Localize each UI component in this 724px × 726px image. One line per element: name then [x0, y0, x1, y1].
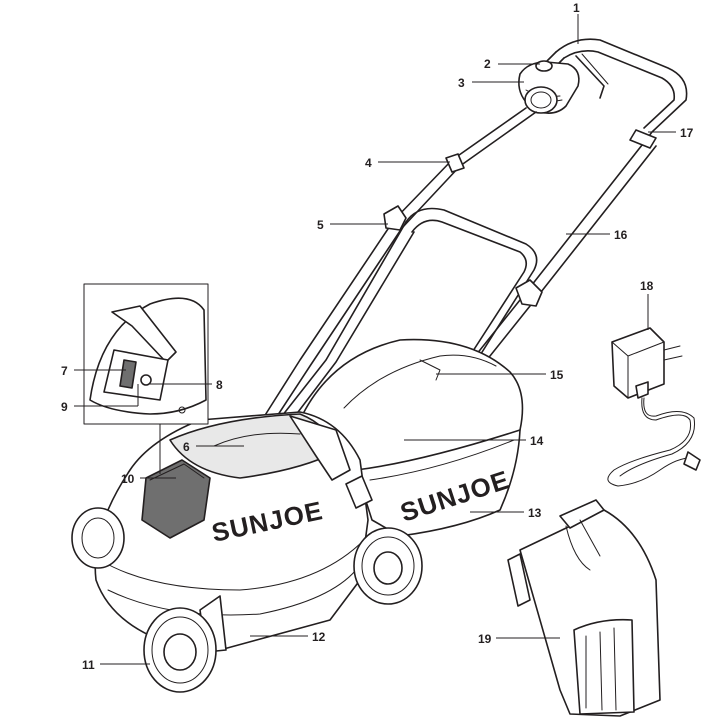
- callout-12: 12: [312, 630, 326, 644]
- callout-5: 5: [317, 218, 324, 232]
- callout-13: 13: [528, 506, 542, 520]
- callout-7: 7: [61, 364, 68, 378]
- callout-1: 1: [573, 1, 580, 15]
- callout-leaders: [74, 14, 676, 665]
- charger: [607, 327, 701, 487]
- rear-right-wheel: [353, 527, 423, 605]
- callout-3: 3: [458, 76, 465, 90]
- callout-14: 14: [530, 434, 544, 448]
- rear-left-wheel: [71, 507, 125, 569]
- switch-box: [518, 60, 580, 114]
- callout-8: 8: [216, 378, 223, 392]
- callout-19: 19: [478, 632, 492, 646]
- callout-18: 18: [640, 279, 654, 293]
- callout-17: 17: [680, 126, 694, 140]
- grass-catcher-mounted: [299, 338, 524, 537]
- upper-handle: [539, 38, 688, 141]
- callout-4: 4: [365, 156, 372, 170]
- grass-catcher-bag: [507, 499, 661, 717]
- callout-2: 2: [484, 57, 491, 71]
- front-left-wheel: [143, 607, 217, 693]
- wheel-adjust-bracket: [345, 475, 373, 509]
- battery-cover: [141, 459, 211, 539]
- inset-battery-compartment: [83, 283, 209, 425]
- lower-handle: [281, 205, 543, 499]
- callout-11: 11: [82, 658, 95, 672]
- callout-6: 6: [183, 440, 190, 454]
- callout-16: 16: [614, 228, 628, 242]
- callout-labels: 1 2 3 4 5 6 7 8 9 10 11 12 13 14 15 16 1…: [61, 1, 694, 672]
- callout-15: 15: [550, 368, 564, 382]
- callout-10: 10: [121, 472, 135, 486]
- callout-9: 9: [61, 400, 68, 414]
